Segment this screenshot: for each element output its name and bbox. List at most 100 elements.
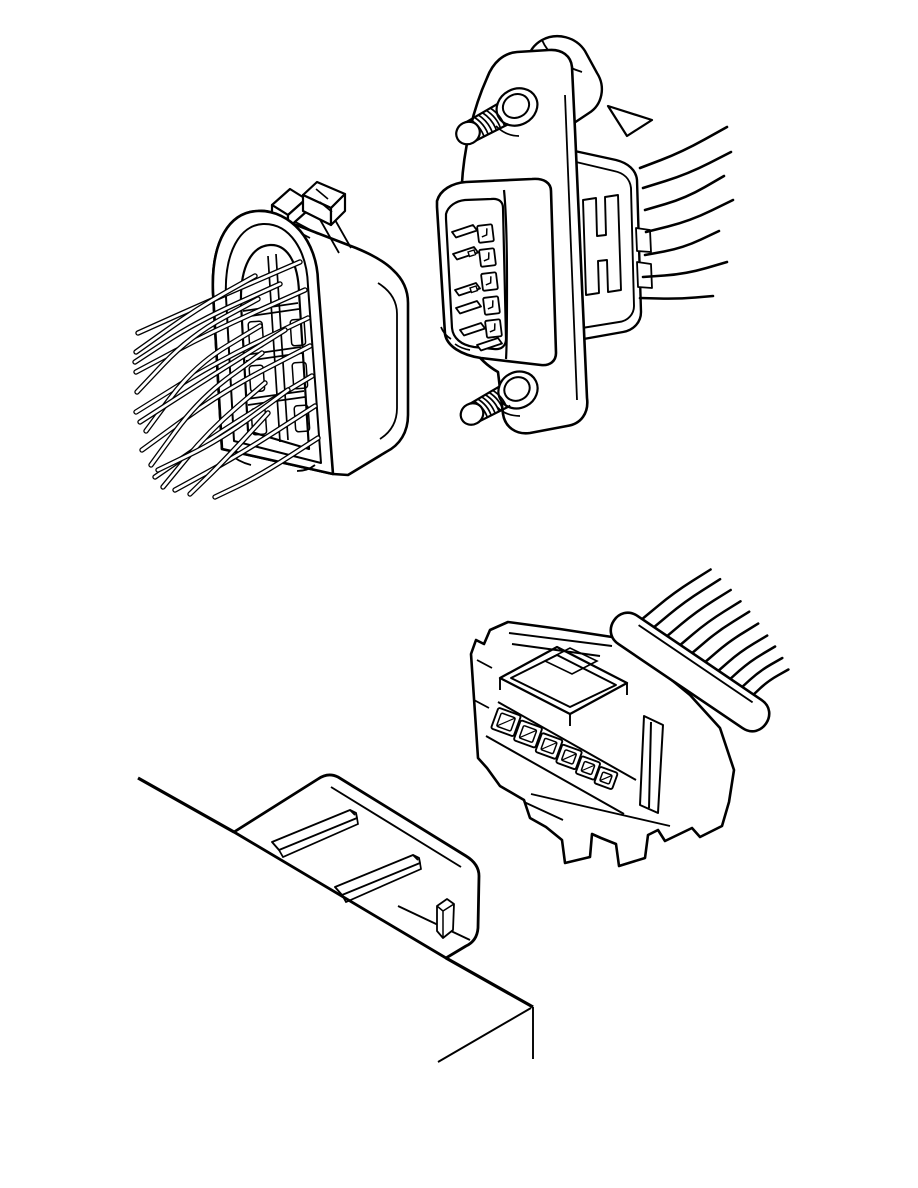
connector-c-terminal-4-part-2 xyxy=(561,749,577,765)
connector-b-terminal-2 xyxy=(478,247,497,268)
connector-c-terminal-1-part-3 xyxy=(496,717,516,727)
wire-c-1 xyxy=(639,568,712,622)
module-panel-part-1 xyxy=(137,776,534,1009)
wire-a-7-part-2 xyxy=(144,324,262,433)
connector-b-terminal-3-part-1 xyxy=(480,271,499,292)
figure-top-connectors: Harness connector and bracket-mounted ma… xyxy=(132,35,735,500)
socket-rail-1-part-2 xyxy=(278,809,359,859)
wire-a-8 xyxy=(137,327,288,425)
wire-a-4 xyxy=(134,296,261,395)
socket-tab xyxy=(436,898,455,939)
connector-c-terminal-5 xyxy=(575,755,601,781)
wire-a-2 xyxy=(133,273,258,355)
wire-a-5 xyxy=(132,281,283,365)
stud-boss-bottom xyxy=(497,370,539,410)
socket-rail-1 xyxy=(271,809,359,859)
connector-b-housing-part-4 xyxy=(440,326,471,351)
connector-c-terminal-2-part-2 xyxy=(518,725,538,743)
wire-c-3 xyxy=(664,588,732,639)
connector-c-terminal-2-part-3 xyxy=(518,729,538,739)
connector-c-lock-part-3 xyxy=(499,678,628,726)
connector-b-rear-body-part-2 xyxy=(575,161,635,329)
connector-a-back-edge xyxy=(377,282,398,440)
connector-b-rear-body xyxy=(568,148,653,342)
connector-a-latch-part-6 xyxy=(329,192,347,227)
stud-bottom-threads xyxy=(473,389,508,418)
wire-bundle-c xyxy=(639,568,790,698)
wire-c-2 xyxy=(651,577,722,630)
connector-b-rear-body-part-4 xyxy=(635,227,653,289)
connector-c-terminal-3-part-2 xyxy=(540,737,558,755)
module-panel-part-2 xyxy=(437,1007,534,1063)
socket-rail-1-part-1 xyxy=(271,809,358,851)
wire-a-2-part-2 xyxy=(134,274,257,354)
connector-b-terminal-2-part-1 xyxy=(478,247,497,268)
connector-b-rear-body-part-3 xyxy=(582,194,622,296)
module-socket-part-2 xyxy=(330,786,462,868)
wire-a-14 xyxy=(172,403,318,493)
connector-c-terminal-6 xyxy=(593,766,619,790)
wire-a-16-part-2 xyxy=(213,436,320,499)
connector-c-terminal-6-part-2 xyxy=(599,771,613,785)
wire-a-7 xyxy=(143,323,263,434)
module-socket-part-1 xyxy=(232,773,481,960)
stud-boss-bottom-part-2 xyxy=(503,376,531,402)
figure-bottom-module: Harness connector above control module s… xyxy=(137,568,790,1063)
connector-b-terminal-3 xyxy=(480,271,499,292)
connector-c-details xyxy=(473,659,671,827)
connector-c-lock-part-4 xyxy=(543,647,599,675)
connector-b-terminal-4-part-2 xyxy=(487,300,494,310)
mounting-stud-top xyxy=(455,102,509,146)
connector-a-seal-ring xyxy=(224,222,322,464)
connector-c-terminal-6-part-3 xyxy=(599,774,613,782)
wire-a-8-part-2 xyxy=(138,328,287,424)
wire-c-10 xyxy=(750,668,790,698)
wire-a-13-part-2 xyxy=(156,388,290,472)
stud-boss-top xyxy=(495,87,539,127)
connector-c-terminal-4-part-3 xyxy=(561,753,577,761)
connector-c-terminal-5-part-3 xyxy=(580,764,596,772)
wire-a-15 xyxy=(187,410,271,497)
connector-c-terminal-5-part-2 xyxy=(580,760,596,776)
wire-b-3 xyxy=(643,174,726,212)
stud-boss-top-arc xyxy=(495,125,520,137)
wire-c-6 xyxy=(702,622,760,665)
connector-c-lock-part-2 xyxy=(510,654,617,708)
connector-b-terminal-1-part-2 xyxy=(481,228,488,238)
module-socket xyxy=(232,773,481,960)
connector-b-keys xyxy=(467,249,479,294)
socket-tab-part-2 xyxy=(436,903,455,938)
connector-c-terminal-3 xyxy=(534,732,564,760)
wire-c-5 xyxy=(689,610,751,656)
connector-a-cavity-cell xyxy=(291,361,309,390)
socket-rail-2 xyxy=(334,854,422,904)
connector-c-terminal-3-part-3 xyxy=(540,741,558,751)
connector-c-terminal-2 xyxy=(513,719,543,749)
connector-b-terminal-2-part-2 xyxy=(483,252,490,262)
wire-c-9 xyxy=(739,656,784,690)
connector-c-latch-arm xyxy=(639,715,664,814)
connector-b-terminal-1-part-1 xyxy=(476,223,495,244)
connector-c-terminal-1 xyxy=(490,707,522,737)
wire-a-15-part-2 xyxy=(188,411,270,496)
connector-b-terminal-5-part-2 xyxy=(489,323,496,333)
connector-a-latch-part-7 xyxy=(315,188,333,213)
connector-c-terminal-4 xyxy=(555,743,583,770)
connector-b-terminal-5 xyxy=(484,318,503,339)
connector-c-lock xyxy=(498,645,629,726)
stud-boss-top-part-2 xyxy=(501,93,531,119)
connector-b-terminal-4-part-1 xyxy=(482,295,501,316)
socket-rail-2-part-1 xyxy=(334,854,421,896)
wire-c-7 xyxy=(715,634,769,674)
connector-c-flange xyxy=(609,611,771,733)
wire-a-13 xyxy=(155,387,291,473)
wire-b-4 xyxy=(644,198,735,234)
wire-b-6 xyxy=(641,260,729,279)
stud-top-shaft xyxy=(462,102,509,144)
connector-b-terminal-3-part-2 xyxy=(485,276,492,286)
wire-a-10-part-2 xyxy=(149,351,264,467)
connector-c-top-beam xyxy=(508,632,613,657)
wire-c-4 xyxy=(677,600,742,648)
connector-b-terminal-4 xyxy=(482,295,501,316)
